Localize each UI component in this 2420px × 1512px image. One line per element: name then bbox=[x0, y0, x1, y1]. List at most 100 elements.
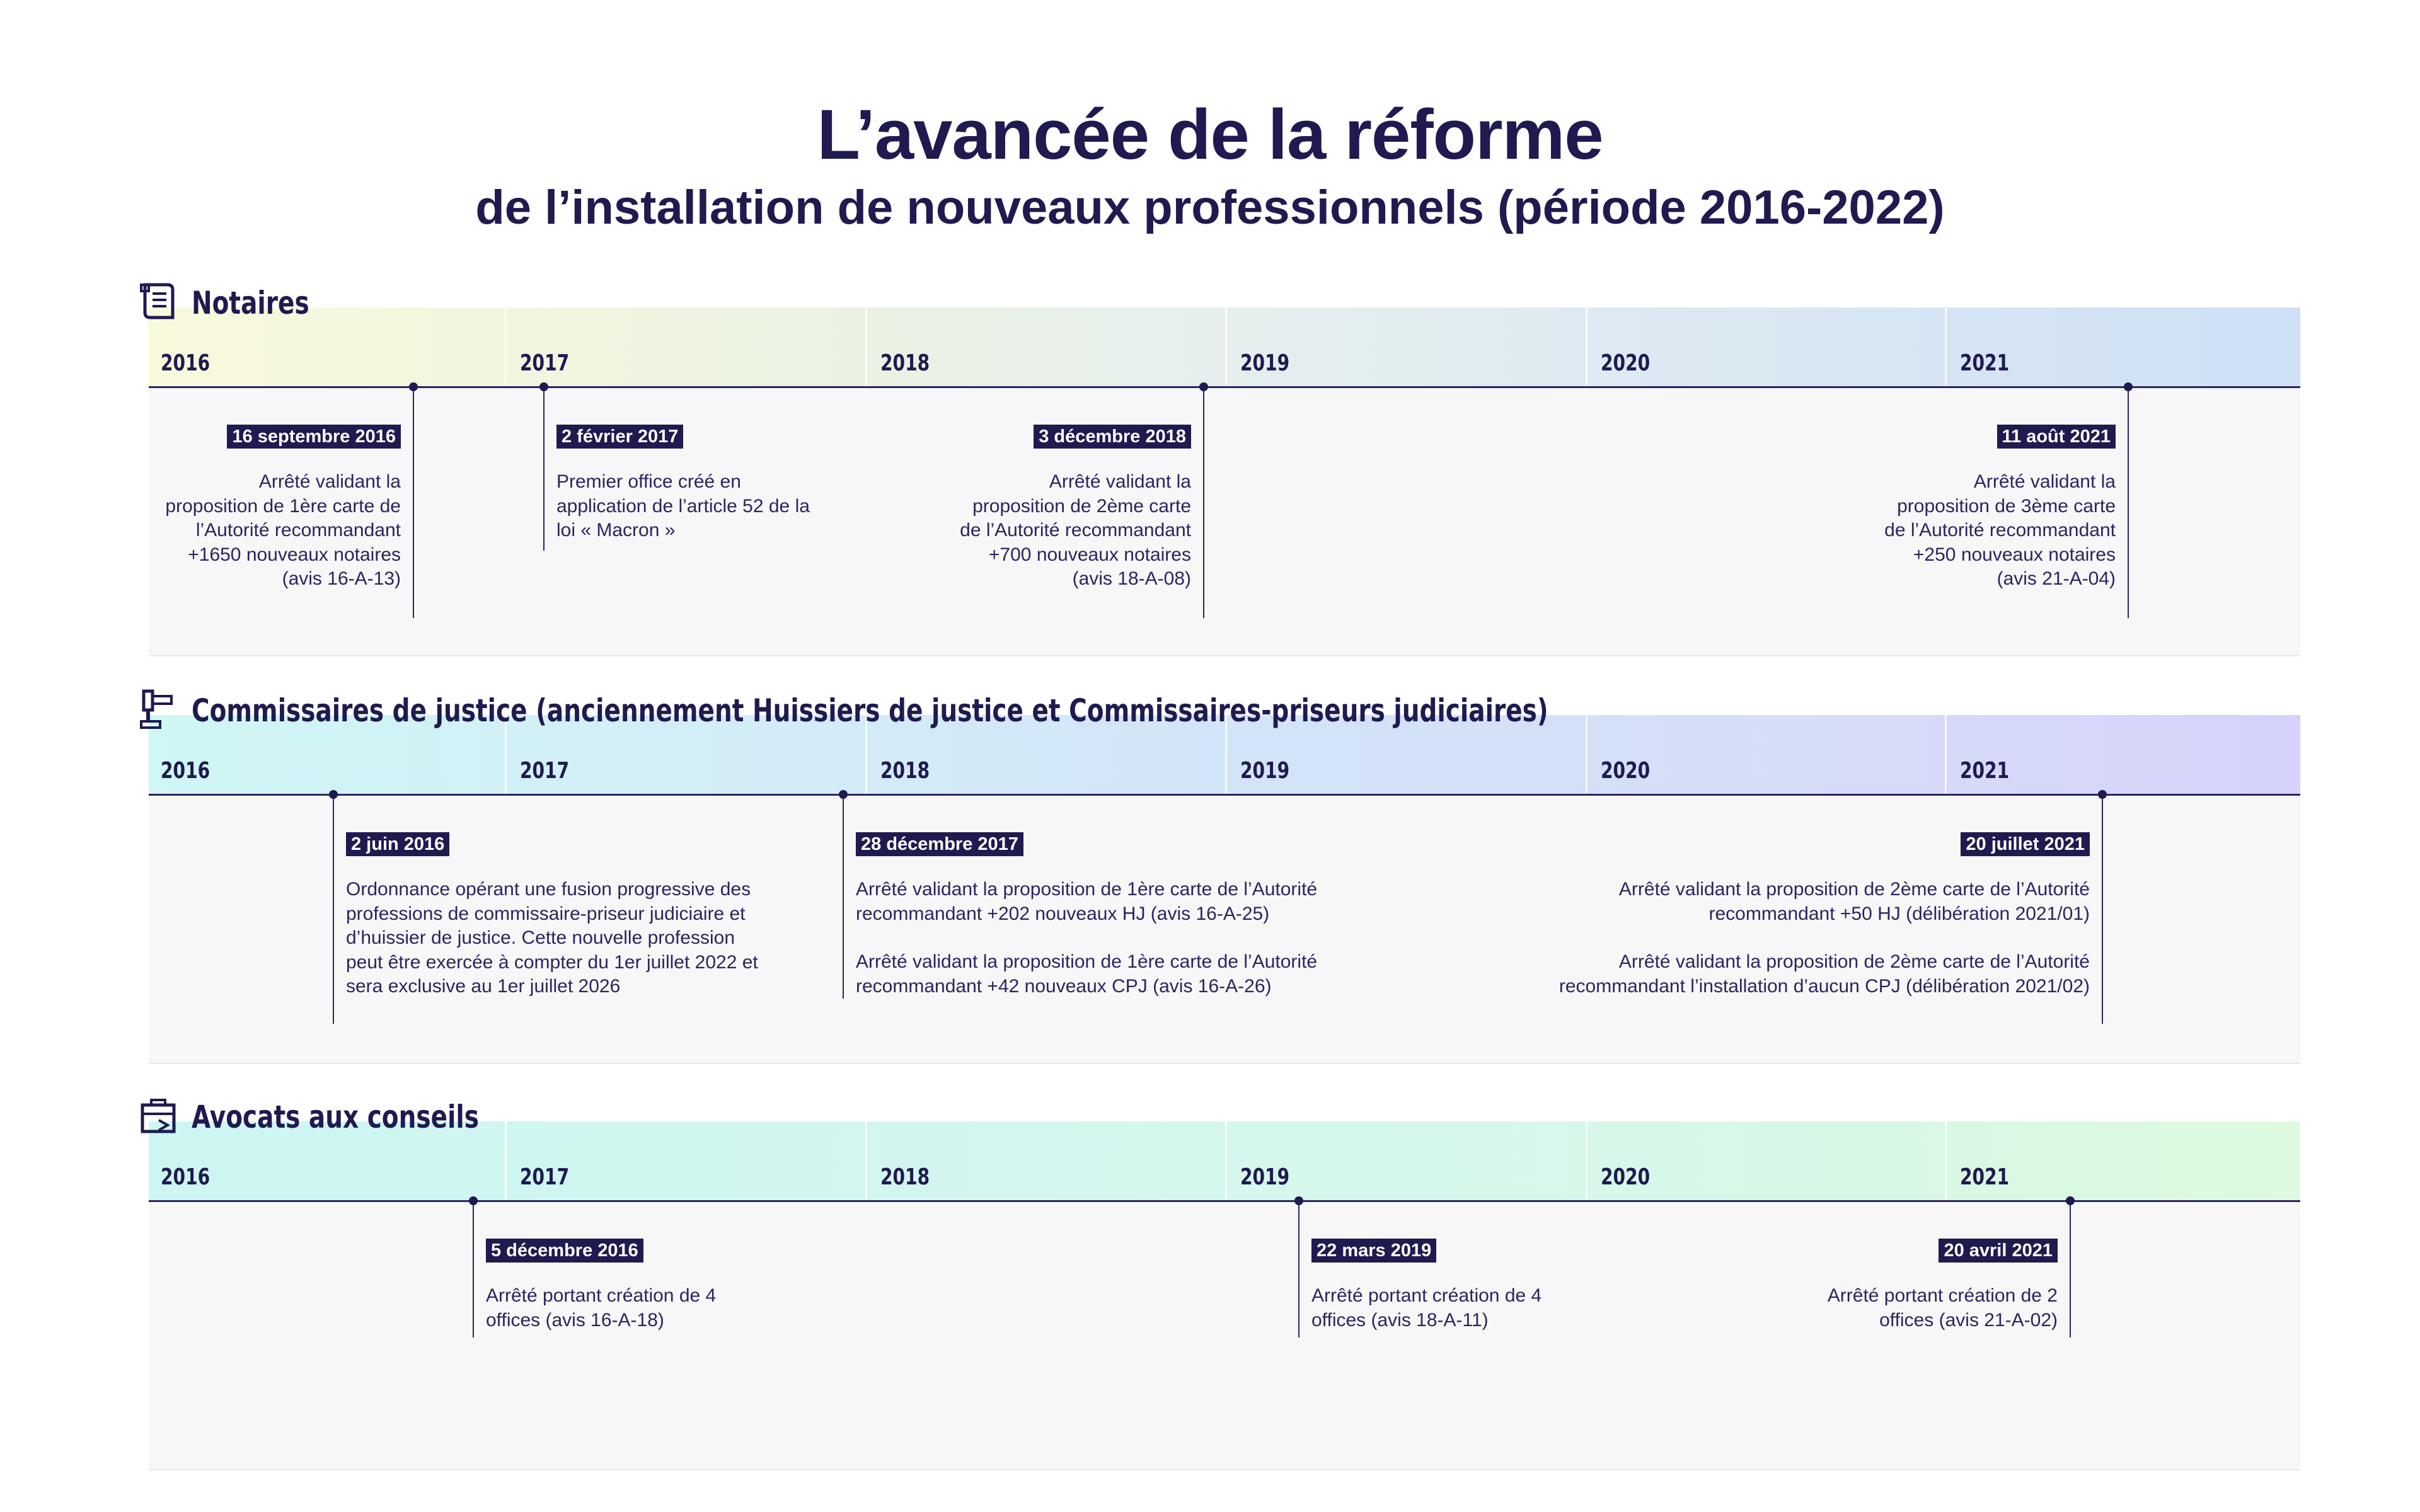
event-date: 2 juin 2016 bbox=[346, 832, 450, 856]
year-separator bbox=[505, 715, 507, 795]
event-dot bbox=[2066, 1196, 2075, 1205]
year-label-2019: 2019 bbox=[1240, 758, 1290, 784]
event-description: Arrêté validant la proposition de 1ère c… bbox=[161, 470, 401, 592]
briefcase-icon bbox=[140, 1095, 178, 1137]
event-dot bbox=[539, 382, 548, 391]
event-dot bbox=[409, 382, 418, 391]
year-separator bbox=[1225, 715, 1227, 795]
event-description: Arrêté validant la proposition de 3ème c… bbox=[1876, 470, 2116, 592]
event-text: Arrêté validant la proposition de 2ème c… bbox=[1618, 879, 2090, 924]
section-panel bbox=[149, 388, 2300, 656]
year-separator bbox=[865, 715, 867, 795]
page-subtitle: de l’installation de nouveaux profession… bbox=[475, 181, 1945, 234]
event-connector bbox=[413, 388, 414, 618]
section-commissaires-de: 2016 2017 2018 2019 2020 2021 Commissaires de … bbox=[0, 689, 2420, 1064]
year-label-2019: 2019 bbox=[1240, 350, 1290, 376]
year-separator bbox=[505, 307, 507, 387]
event-description: Arrêté portant création de 2 offices (av… bbox=[1793, 1284, 2058, 1332]
year-label-2016: 2016 bbox=[161, 758, 210, 784]
year-label-2020: 2020 bbox=[1601, 350, 1651, 376]
event-description: Arrêté portant création de 4 offices (av… bbox=[486, 1284, 751, 1332]
year-label-2021: 2021 bbox=[1960, 350, 2010, 376]
section-title: Commissaires de justice (anciennement Hu… bbox=[192, 692, 1548, 729]
event-date: 16 septembre 2016 bbox=[227, 425, 401, 449]
event-date: 20 juillet 2021 bbox=[1961, 832, 2090, 856]
year-label-2016: 2016 bbox=[161, 350, 210, 376]
event-description: Arrêté validant la proposition de 2ème c… bbox=[1510, 878, 2090, 999]
event-connector bbox=[2102, 796, 2103, 1024]
year-separator bbox=[1225, 307, 1227, 387]
event-connector bbox=[1203, 388, 1204, 618]
section-notaires: 2016 2017 2018 2019 2020 2021 Notaires 16 septe… bbox=[0, 281, 2420, 656]
event-connector bbox=[333, 796, 334, 1024]
event-date: 20 avril 2021 bbox=[1939, 1239, 2058, 1263]
event-connector bbox=[473, 1202, 474, 1337]
event-text: Arrêté portant création de 2 offices (av… bbox=[1827, 1285, 2058, 1331]
event-connector bbox=[2070, 1202, 2071, 1337]
year-label-2020: 2020 bbox=[1601, 758, 1651, 784]
year-separator bbox=[865, 1121, 867, 1201]
scroll-document-icon bbox=[140, 281, 178, 323]
year-label-2018: 2018 bbox=[880, 758, 930, 784]
year-label-2020: 2020 bbox=[1601, 1164, 1651, 1190]
year-separator bbox=[1586, 715, 1587, 795]
year-label-2018: 2018 bbox=[880, 350, 930, 376]
timeline-axis bbox=[149, 1200, 2300, 1202]
event-dot bbox=[469, 1196, 478, 1205]
event-date: 28 décembre 2017 bbox=[856, 832, 1023, 856]
year-separator bbox=[1225, 1121, 1227, 1201]
event-date: 11 août 2021 bbox=[1997, 425, 2116, 449]
event-text: Premier office créé en application de l’… bbox=[556, 471, 810, 541]
event-description: Arrêté portant création de 4 offices (av… bbox=[1311, 1284, 1576, 1332]
year-label-2018: 2018 bbox=[880, 1164, 930, 1190]
page-title: L’avancée de la réforme bbox=[817, 95, 1603, 174]
event-connector bbox=[1298, 1202, 1299, 1337]
event-text: Arrêté validant la proposition de 1ère c… bbox=[856, 879, 1318, 924]
event-description: Arrêté validant la proposition de 1ère c… bbox=[856, 878, 1410, 999]
section-title: Notaires bbox=[192, 285, 309, 321]
year-label-2021: 2021 bbox=[1960, 1164, 2010, 1190]
section-title: Avocats aux conseils bbox=[192, 1099, 479, 1135]
event-date: 3 décembre 2018 bbox=[1034, 425, 1191, 449]
year-separator bbox=[1945, 715, 1947, 795]
timeline-axis bbox=[149, 794, 2300, 796]
event-text: Arrêté portant création de 4 offices (av… bbox=[486, 1285, 717, 1331]
event-date: 5 décembre 2016 bbox=[486, 1239, 643, 1263]
event-text: Arrêté validant la proposition de 3ème c… bbox=[1884, 471, 2116, 589]
event-date: 22 mars 2019 bbox=[1311, 1239, 1437, 1263]
event-dot bbox=[2124, 382, 2133, 391]
event-connector bbox=[543, 388, 544, 551]
year-band: 2016 2017 2018 2019 2020 2021 bbox=[149, 1121, 2300, 1201]
event-description: Ordonnance opérant une fusion progressiv… bbox=[346, 878, 762, 999]
timeline-axis bbox=[149, 386, 2300, 388]
year-label-2017: 2017 bbox=[520, 758, 570, 784]
year-separator bbox=[1945, 1121, 1947, 1201]
event-text: Arrêté portant création de 4 offices (av… bbox=[1311, 1285, 1542, 1331]
year-band: 2016 2017 2018 2019 2020 2021 bbox=[149, 715, 2300, 795]
event-connector bbox=[2128, 388, 2129, 618]
event-text: Arrêté validant la proposition de 2ème c… bbox=[960, 471, 1191, 589]
year-label-2017: 2017 bbox=[520, 1164, 570, 1190]
year-label-2019: 2019 bbox=[1240, 1164, 1290, 1190]
event-dot bbox=[1199, 382, 1208, 391]
year-separator bbox=[1945, 307, 1947, 387]
event-description: Arrêté validant la proposition de 2ème c… bbox=[952, 470, 1191, 592]
event-text: Arrêté validant la proposition de 1ère c… bbox=[165, 471, 401, 589]
section-panel bbox=[149, 796, 2300, 1064]
year-label-2021: 2021 bbox=[1960, 758, 2010, 784]
year-separator bbox=[505, 1121, 507, 1201]
event-dot bbox=[839, 790, 848, 799]
event-dot bbox=[2098, 790, 2107, 799]
year-separator bbox=[865, 307, 867, 387]
gavel-icon bbox=[140, 689, 178, 730]
event-description: Premier office créé en application de l’… bbox=[556, 470, 821, 543]
year-label-2017: 2017 bbox=[520, 350, 570, 376]
year-label-2016: 2016 bbox=[161, 1164, 210, 1190]
event-text: Arrêté validant la proposition de 2ème c… bbox=[1559, 951, 2090, 997]
event-date: 2 février 2017 bbox=[556, 425, 684, 449]
year-separator bbox=[1586, 307, 1587, 387]
event-text: Ordonnance opérant une fusion progressiv… bbox=[346, 879, 758, 997]
year-separator bbox=[1586, 1121, 1587, 1201]
event-text: Arrêté validant la proposition de 1ère c… bbox=[856, 951, 1318, 997]
event-dot bbox=[1294, 1196, 1303, 1205]
